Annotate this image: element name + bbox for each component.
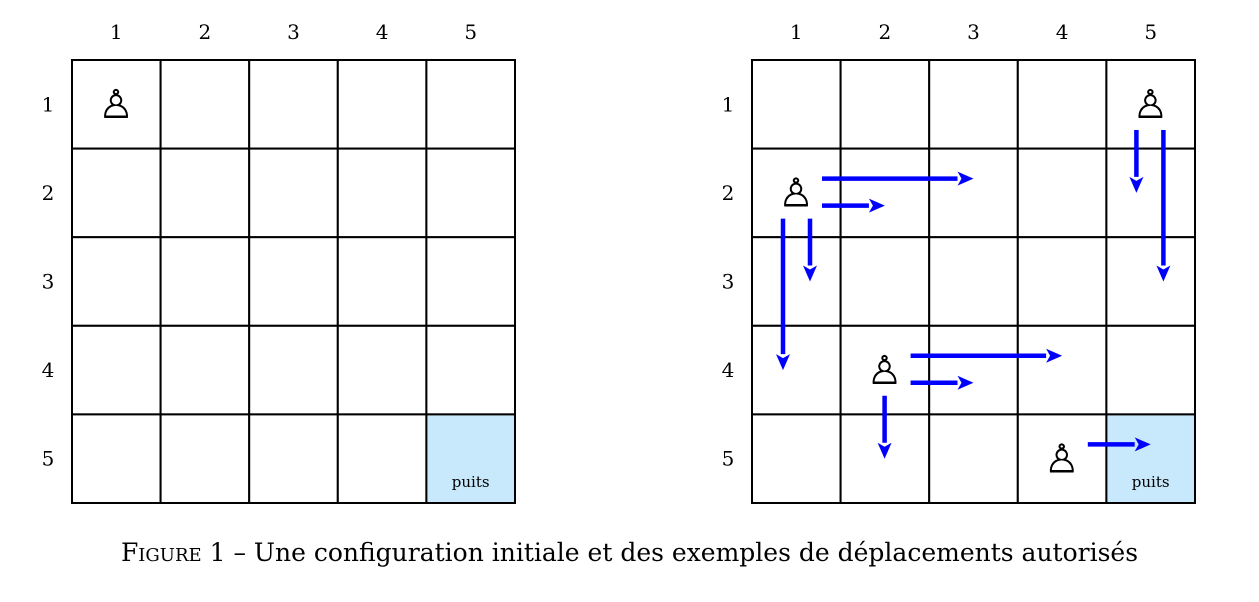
move-arrow-down: [803, 218, 817, 282]
grid-cell: [751, 324, 842, 416]
sink-cell: [425, 413, 516, 504]
pawn-icon: ♙: [1044, 436, 1080, 482]
column-label: 5: [464, 20, 477, 44]
sink-label: puits: [1132, 473, 1170, 491]
grid-cell: [425, 236, 516, 327]
grid-cell: [71, 324, 162, 416]
pawn-icon: ♙: [98, 82, 134, 128]
pawn-icon: ♙: [778, 171, 814, 217]
column-label: 4: [376, 20, 389, 44]
column-label: 2: [199, 20, 212, 44]
figure-caption: Figure 1 – Une configuration initiale et…: [0, 538, 1259, 567]
column-label: 1: [110, 20, 123, 44]
move-arrow-right: [910, 375, 974, 390]
sink-cell: [1105, 413, 1197, 504]
grid-cell: [928, 147, 1019, 239]
move-arrow-down: [1156, 130, 1171, 282]
grid-cell: [336, 147, 428, 239]
grid-cell: [1016, 59, 1108, 150]
grid-cell: [425, 59, 516, 150]
row-label: 2: [722, 181, 735, 205]
grid-cell: [248, 324, 339, 416]
grid-cell: [1016, 413, 1108, 504]
grid-cell: [1105, 324, 1197, 416]
grid-cell: [928, 236, 1019, 327]
left-board: 1 2 3 4 5 1 2 3 4 5 puits ♙: [42, 20, 516, 504]
grid-cell: [425, 324, 516, 416]
row-label: 3: [42, 270, 55, 294]
grid-cell: [159, 236, 251, 327]
caption-separator: –: [225, 538, 254, 567]
grid-cell: [425, 147, 516, 239]
grid-cell: [159, 59, 251, 150]
move-arrow-down: [776, 218, 790, 371]
grid-cell: [248, 147, 339, 239]
grid-cell: [1016, 236, 1108, 327]
grid-cell: [248, 413, 339, 504]
move-arrow-down: [877, 395, 892, 459]
column-label: 4: [1056, 20, 1069, 44]
grid-cell: [1105, 236, 1197, 327]
column-label: 3: [287, 20, 300, 44]
grid-cell: [336, 413, 428, 504]
grid-cell: [336, 59, 428, 150]
move-arrow-down: [1129, 130, 1144, 193]
grid-cell: [71, 147, 162, 239]
grid-cell: [1016, 324, 1108, 416]
row-label: 5: [42, 447, 55, 471]
grid-cell: [248, 59, 339, 150]
grid-cell: [839, 147, 931, 239]
grid-cell: [71, 236, 162, 327]
grid-cell: [928, 59, 1019, 150]
row-label: 1: [42, 92, 55, 116]
grid-cell: [839, 59, 931, 150]
figure-label: Figure 1: [120, 538, 226, 567]
grid-cell: [71, 413, 162, 504]
grid-cell: [751, 413, 842, 504]
grid-cell: [159, 147, 251, 239]
grid-cell: [336, 324, 428, 416]
column-label: 3: [967, 20, 980, 44]
move-arrow-right: [1087, 437, 1151, 452]
move-arrow-right: [910, 348, 1063, 363]
right-board: 1 2 3 4 5 1 2 3 4 5 puits ♙ ♙ ♙ ♙: [722, 20, 1197, 504]
move-arrow-right: [822, 198, 885, 213]
row-label: 1: [722, 92, 735, 116]
caption-text: Une configuration initiale et des exempl…: [253, 538, 1139, 567]
column-label: 5: [1144, 20, 1157, 44]
grid-cell: [1016, 147, 1108, 239]
grid-cell: [248, 236, 339, 327]
figure-canvas: 1 2 3 4 5 1 2 3 4 5 puits ♙ 1 2 3 4 5 1 2 3 4 5 puits ♙ ♙ ♙ ♙: [42, 20, 1197, 504]
grid-cell: [71, 59, 162, 150]
move-arrow-right: [822, 171, 974, 186]
row-label: 4: [722, 358, 735, 382]
pawn-icon: ♙: [1132, 82, 1168, 128]
grid-cell: [159, 324, 251, 416]
column-label: 2: [879, 20, 892, 44]
pawn-icon: ♙: [867, 348, 903, 394]
row-label: 2: [42, 181, 55, 205]
grid-cell: [1105, 147, 1197, 239]
row-label: 3: [722, 270, 735, 294]
row-label: 4: [42, 358, 55, 382]
grid-cell: [928, 413, 1019, 504]
sink-label: puits: [452, 473, 490, 491]
grid-cell: [839, 236, 931, 327]
column-label: 1: [790, 20, 803, 44]
grid-cell: [336, 236, 428, 327]
grid-cell: [751, 236, 842, 327]
grid-cell: [928, 324, 1019, 416]
row-label: 5: [722, 447, 735, 471]
grid-cell: [159, 413, 251, 504]
grid-cell: [751, 59, 842, 150]
